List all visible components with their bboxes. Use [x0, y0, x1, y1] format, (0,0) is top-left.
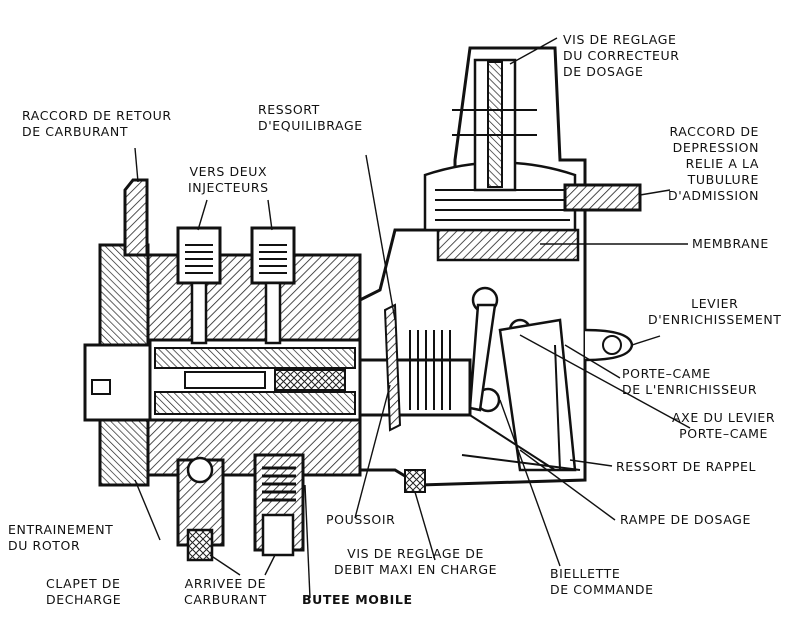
label-raccord-retour: RACCORD DE RETOUR DE CARBURANT: [22, 108, 172, 139]
return-fitting: [123, 178, 149, 257]
pushrod-assembly: [358, 303, 472, 493]
bottom-fittings: [176, 453, 305, 562]
label-vers-deux-injecteurs: VERS DEUX INJECTEURS: [188, 164, 269, 195]
label-poussoir: POUSSOIR: [326, 512, 396, 527]
leader-lines: [134, 37, 691, 599]
label-vis-debit-maxi: VIS DE REGLAGE DE DEBIT MAXI EN CHARGE: [334, 546, 498, 577]
label-arrivee-carburant: ARRIVEE DE CARBURANT: [184, 576, 267, 607]
label-ressort-equilibrage: RESSORT D'EQUILIBRAGE: [258, 102, 363, 133]
pump-housing: [83, 243, 362, 487]
depression-pipe: [563, 183, 642, 212]
label-porte-came: PORTE–CAME DE L'ENRICHISSEUR: [622, 366, 758, 397]
label-raccord-depression: RACCORD DE DEPRESSION RELIE A LA TUBULUR…: [668, 124, 760, 203]
label-entrainement-rotor: ENTRAINEMENT DU ROTOR: [8, 522, 114, 553]
label-butee-mobile: BUTEE MOBILE: [302, 592, 413, 607]
label-vis-reglage-correcteur: VIS DE REGLAGE DU CORRECTEUR DE DOSAGE: [563, 32, 680, 79]
cam-mechanism: [461, 286, 634, 472]
label-levier-enrichissement: LEVIER D'ENRICHISSEMENT: [648, 296, 782, 327]
label-axe-levier: AXE DU LEVIER PORTE–CAME: [672, 410, 776, 441]
label-rampe-dosage: RAMPE DE DOSAGE: [620, 512, 751, 527]
label-biellette-commande: BIELLETTE DE COMMANDE: [550, 566, 654, 597]
label-membrane: MEMBRANE: [692, 236, 769, 251]
label-ressort-rappel: RESSORT DE RAPPEL: [616, 459, 757, 474]
label-clapet-decharge: CLAPET DE DECHARGE: [46, 576, 122, 607]
